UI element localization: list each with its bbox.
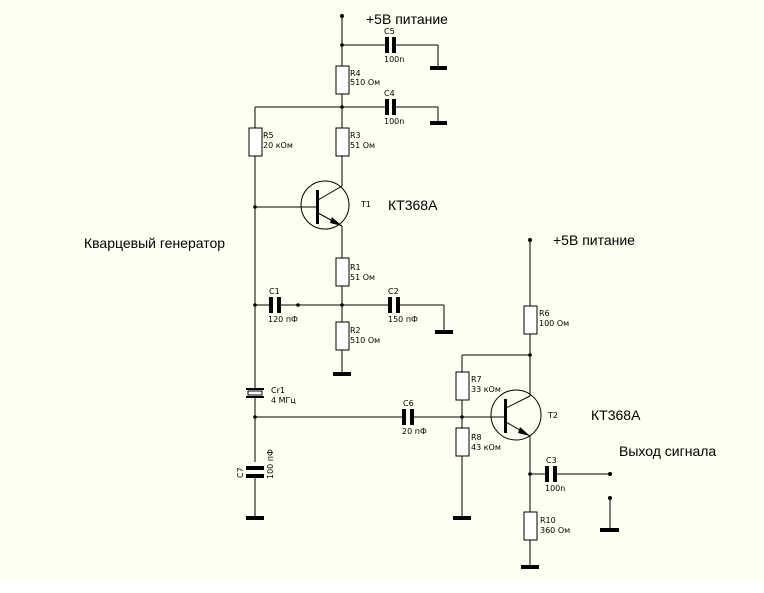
supply-right-node — [528, 238, 532, 306]
t1-ref: T1 — [360, 200, 371, 209]
resistor-r8 — [453, 427, 471, 520]
c7-ref: C7 — [236, 467, 245, 478]
c7-value: 100 пФ — [266, 449, 275, 479]
r3-ref: R3 — [350, 131, 361, 140]
resistor-r7 — [455, 371, 470, 428]
schematic-canvas: +5В питание C5 100n R4 510 Ом C4 100n R5… — [0, 0, 764, 581]
output-label: Выход сигнала — [619, 443, 716, 459]
ground-icon — [430, 121, 447, 125]
supply-top-node — [340, 14, 344, 66]
t2-ref: T2 — [547, 411, 558, 420]
r7-ref: R7 — [471, 375, 482, 384]
capacitor-c7 — [246, 466, 264, 520]
cr1-ref: Cr1 — [271, 386, 285, 395]
capacitor-c5 — [342, 37, 447, 70]
t2-model: КТ368А — [591, 407, 641, 423]
c1-value: 120 пФ — [268, 315, 298, 324]
r1-value: 51 Ом — [350, 273, 375, 282]
c4-ref: C4 — [384, 89, 395, 98]
resistor-r2 — [333, 321, 351, 376]
c5-ref: C5 — [384, 27, 395, 36]
c5-value: 100n — [384, 55, 404, 64]
r2-value: 510 Ом — [350, 336, 380, 345]
resistor-r1 — [335, 257, 350, 322]
c4-value: 100n — [384, 117, 404, 126]
transistor-t1-icon — [253, 180, 350, 258]
resistor-r10 — [521, 511, 539, 569]
c6-ref: C6 — [403, 399, 414, 408]
resistor-r4 — [335, 65, 350, 128]
ground-icon — [600, 528, 619, 532]
c6-value: 20 пФ — [402, 427, 427, 436]
resistor-r3 — [335, 127, 350, 186]
resistor-r6 — [523, 305, 538, 396]
supply-top-label: +5В питание — [366, 11, 448, 27]
c3-ref: C3 — [546, 456, 557, 465]
c2-value: 150 пФ — [388, 315, 418, 324]
cr1-value: 4 МГц — [271, 396, 296, 405]
capacitor-c3 — [545, 466, 557, 482]
c3-value: 100n — [545, 484, 565, 493]
ground-icon — [333, 372, 351, 376]
r8-value: 43 кОм — [471, 443, 501, 452]
capacitor-c6 — [402, 409, 414, 425]
r1-ref: R1 — [350, 263, 361, 272]
r5-value: 20 кОм — [263, 141, 293, 150]
r2-ref: R2 — [350, 326, 361, 335]
t1-model: КТ368А — [388, 197, 438, 213]
oscillator-label: Кварцевый генератор — [84, 235, 225, 251]
r4-ref: R4 — [350, 69, 361, 78]
ground-icon — [430, 66, 447, 70]
ground-icon — [246, 516, 264, 520]
r10-ref: R10 — [540, 516, 556, 525]
capacitor-c1 — [269, 297, 281, 313]
ground-icon — [521, 565, 539, 569]
ground-icon — [435, 330, 453, 334]
ground-icon — [453, 516, 471, 520]
r6-ref: R6 — [539, 309, 550, 318]
output-ground-terminal — [600, 496, 619, 532]
r8-ref: R8 — [471, 433, 482, 442]
r3-value: 51 Ом — [350, 141, 375, 150]
c1-ref: C1 — [269, 287, 280, 296]
r5-ref: R5 — [263, 131, 274, 140]
r4-value: 510 Ом — [350, 78, 380, 87]
r10-value: 360 Ом — [540, 526, 570, 535]
r7-value: 33 кОм — [471, 385, 501, 394]
r6-value: 100 Ом — [539, 319, 569, 328]
output-terminal — [608, 472, 612, 476]
c2-ref: C2 — [388, 287, 399, 296]
schematic: +5В питание C5 100n R4 510 Ом C4 100n R5… — [84, 11, 716, 569]
capacitor-c4 — [385, 99, 447, 125]
capacitor-c2 — [388, 297, 453, 334]
resistor-r5 — [248, 127, 263, 157]
crystal-cr1-icon — [246, 388, 264, 462]
supply-right-label: +5В питание — [553, 232, 635, 248]
